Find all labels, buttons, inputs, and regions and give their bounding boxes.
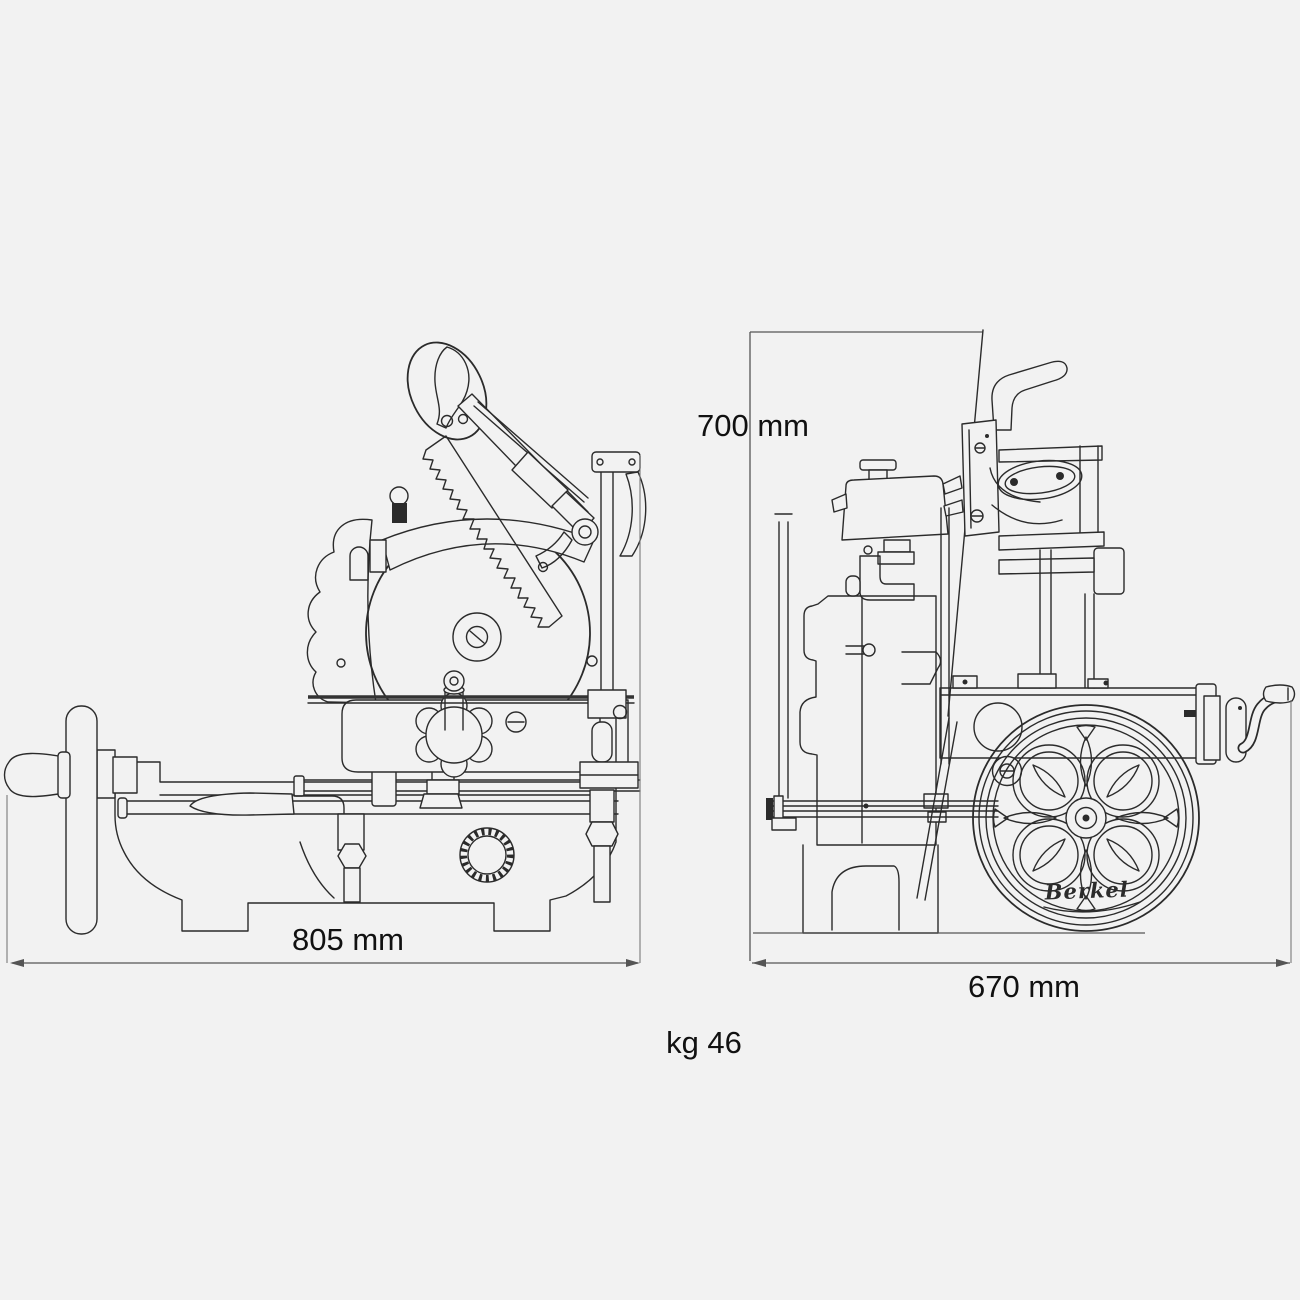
- carriage-rod: [766, 513, 999, 831]
- sharpener: [831, 459, 964, 601]
- flywheel-spokes: [992, 724, 1180, 912]
- side-view-drawing: 805 mm: [3, 341, 647, 967]
- flywheel-edge: [65, 705, 138, 935]
- top-guard-band: [369, 486, 595, 573]
- blade-guard: [306, 518, 377, 704]
- clamp-hardware: [579, 689, 639, 903]
- machine-body-rear: [799, 575, 942, 934]
- weight-label: kg 46: [666, 1025, 742, 1060]
- rear-post: [591, 451, 647, 701]
- height-dimension: 700 mm: [697, 331, 983, 961]
- brand-script-flourish: [1043, 901, 1141, 913]
- worm-gear: [459, 827, 515, 883]
- serrated-rack: [422, 435, 563, 628]
- machine-base: [114, 761, 617, 932]
- height-dimension-label: 700 mm: [697, 408, 809, 443]
- clamp-tower: [961, 360, 1125, 689]
- depth-dimension-label: 670 mm: [968, 969, 1080, 1004]
- crank-handle: [1203, 684, 1296, 763]
- gauge-deck: [341, 699, 629, 773]
- meat-press-arm: [406, 341, 599, 569]
- carriage-handle: [189, 792, 345, 831]
- rear-deck: [939, 673, 1217, 787]
- width-dimension-label: 805 mm: [292, 922, 404, 957]
- depth-dimension: 670 mm: [752, 700, 1292, 1004]
- crank-knob: [3, 751, 71, 799]
- width-dimension: 805 mm: [6, 455, 641, 967]
- rear-view-drawing: 700 mm: [697, 329, 1296, 1004]
- thickness-knob: [415, 670, 493, 778]
- rear-gauge-plate: [916, 507, 958, 901]
- support-column-left: [337, 813, 367, 903]
- brand-script: Berkel: [1043, 877, 1129, 905]
- flywheel: Berkel: [972, 704, 1200, 932]
